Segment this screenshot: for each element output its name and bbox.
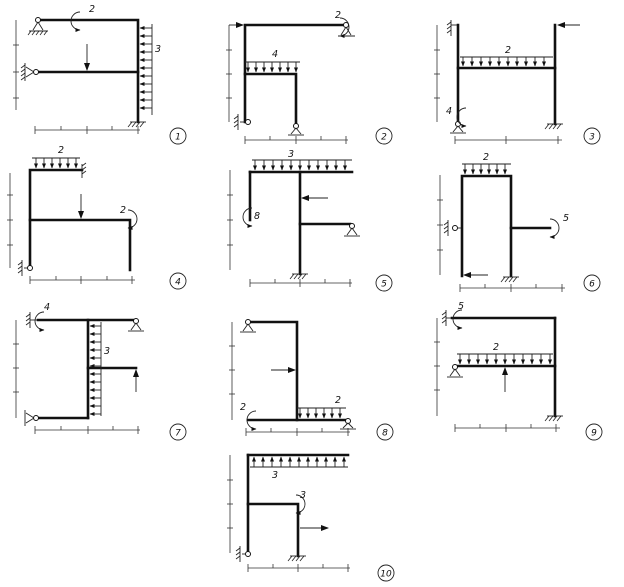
distributed-load [245, 61, 300, 73]
frame-member [243, 23, 348, 124]
distributed-load-value: 3 [104, 346, 110, 357]
distributed-load-value: 2 [335, 395, 341, 406]
panel-number: 7 [175, 429, 181, 439]
frame-panel-6: 2 5 6 [437, 152, 601, 292]
distributed-load [297, 407, 346, 419]
panel-number: 1 [175, 133, 181, 143]
frame-member [246, 320, 299, 422]
frame-panel-4: 2 2 4 [7, 145, 187, 290]
panel-number-circle [377, 564, 395, 582]
moment-arrow [34, 311, 45, 332]
distributed-load-value: 4 [272, 49, 278, 60]
frame-panel-7: 4 3 7 [13, 302, 187, 441]
moment-arrow [242, 207, 253, 228]
panel-number-circle [169, 272, 187, 290]
panel-number: 9 [591, 429, 597, 439]
frame-panel-1: 2 3 1 [13, 4, 187, 145]
moment-value: 4 [446, 106, 452, 117]
distributed-load [460, 56, 553, 67]
frame-member [460, 174, 513, 278]
moment-arrow [456, 107, 467, 128]
distributed-load [462, 163, 511, 175]
frame-member [246, 502, 300, 558]
distributed-load-value: 2 [493, 342, 499, 353]
panel-number-circle [583, 274, 601, 292]
panel-number: 3 [589, 133, 595, 143]
distributed-load [89, 322, 102, 416]
panel-number: 4 [175, 278, 181, 288]
moment-arrow [452, 309, 463, 330]
panel-number-circle [169, 423, 187, 441]
panel-number-circle [375, 274, 393, 292]
moment-value: 4 [44, 302, 50, 313]
moment-arrow [339, 17, 350, 38]
frame-panel-5: 3 8 5 [227, 149, 393, 292]
distributed-load [139, 24, 153, 115]
panel-number: 2 [381, 133, 387, 143]
moment-arrow [246, 410, 257, 431]
frame-member [243, 72, 298, 126]
moment-arrow [549, 218, 560, 239]
distributed-load-value: 2 [483, 152, 489, 163]
frame-panel-3: 4 2 3 [434, 20, 601, 145]
frame-panel-10: 3 3 10 [227, 453, 395, 582]
panel-number-circle [585, 423, 603, 441]
moment-arrow [127, 209, 138, 230]
frame-panel-9: 5 2 9 [434, 301, 603, 441]
frame-member [28, 168, 84, 270]
moment-value: 3 [300, 490, 306, 501]
distributed-load-value: 3 [288, 149, 294, 160]
moment-arrow [70, 11, 81, 32]
moment-value: 2 [335, 10, 341, 21]
frame-panel-8: 2 2 8 [229, 319, 394, 441]
moment-value: 8 [254, 211, 260, 222]
panel-number-circle [169, 127, 187, 145]
distributed-load [252, 159, 352, 171]
moment-value: 2 [89, 4, 95, 15]
panel-number-circle [375, 127, 393, 145]
distributed-load-value: 2 [505, 45, 511, 56]
panel-number: 10 [380, 570, 392, 580]
distributed-load [32, 157, 80, 169]
panel-number-circle [583, 127, 601, 145]
panel-number-circle [376, 423, 394, 441]
distributed-load [250, 456, 348, 468]
moment-value: 2 [240, 402, 246, 413]
panel-number: 6 [589, 280, 595, 290]
distributed-load-value: 2 [58, 145, 64, 156]
panel-number: 5 [381, 280, 387, 290]
distributed-load [457, 353, 553, 365]
distributed-load-value: 3 [155, 44, 161, 55]
frame-panel-2: 2 4 2 [226, 10, 393, 145]
moment-value: 2 [120, 205, 126, 216]
distributed-load-value: 3 [272, 470, 278, 481]
moment-value: 5 [458, 301, 464, 312]
moment-value: 5 [563, 213, 569, 224]
panel-number: 8 [382, 429, 388, 439]
frame-member [28, 218, 132, 272]
moment-arrow [295, 494, 306, 515]
